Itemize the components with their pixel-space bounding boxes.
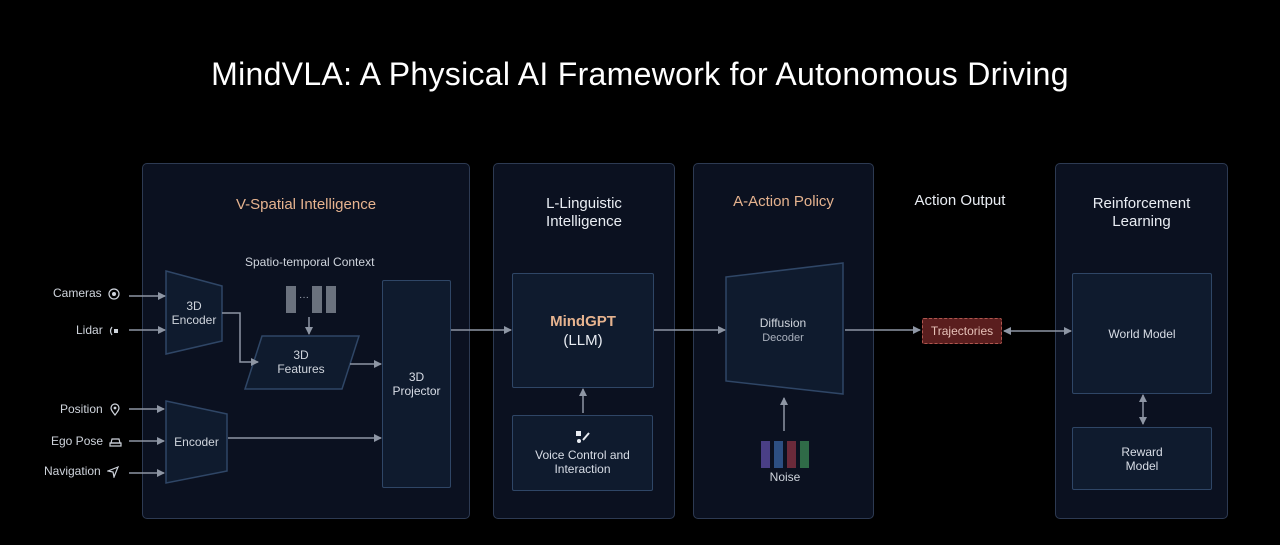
world-model-box: World Model: [1072, 273, 1212, 394]
encoder-label: Encoder: [174, 435, 219, 449]
projector-3d-box: 3D Projector: [382, 280, 451, 488]
location-pin-icon: [110, 403, 120, 417]
diffusion-decoder-label: Diffusion Decoder: [759, 316, 807, 344]
rl-panel-title-line2: Learning: [1112, 213, 1171, 230]
action-panel-title: A-Action Policy: [733, 193, 834, 210]
context-token: [286, 286, 296, 313]
ego-pose-label: Ego Pose: [51, 434, 122, 448]
noise-bars: [761, 441, 809, 468]
features-3d-shape: [243, 335, 361, 390]
encoder-shape: [165, 400, 228, 484]
navigation-label: Navigation: [44, 464, 120, 479]
encoder-3d-label: 3D Encoder: [171, 299, 217, 327]
navigation-arrow-icon: [105, 465, 120, 479]
context-ellipsis: ···: [299, 292, 309, 303]
spatio-temporal-context-label: Spatio-temporal Context: [245, 255, 375, 269]
context-token: [312, 286, 322, 313]
features-3d-label: 3D Features: [277, 348, 325, 376]
rl-panel-title-line1: Reinforcement: [1092, 195, 1191, 212]
camera-icon: [108, 288, 120, 300]
position-label: Position: [60, 402, 121, 417]
lidar-icon: [109, 326, 119, 336]
voice-interaction-icon: [575, 431, 590, 443]
llm-sub-label: (LLM): [563, 331, 603, 349]
voice-control-box: Voice Control and Interaction: [512, 415, 653, 491]
lidar-label: Lidar: [76, 323, 121, 337]
reward-model-box: Reward Model: [1072, 427, 1212, 490]
noise-bar: [774, 441, 783, 468]
encoder-3d-shape: [165, 270, 223, 355]
context-token: [326, 286, 336, 313]
linguistic-panel-title-line2: Intelligence: [546, 213, 622, 230]
encoder-to-features-arrow: [222, 312, 259, 366]
linguistic-panel-title-line1: L-Linguistic: [546, 195, 622, 212]
cameras-label: Cameras: [53, 286, 120, 300]
noise-bar: [787, 441, 796, 468]
mindgpt-label: MindGPT: [550, 312, 616, 330]
noise-label: Noise: [769, 470, 801, 484]
car-icon: [109, 438, 122, 447]
noise-bar: [761, 441, 770, 468]
diffusion-decoder-shape: [725, 262, 844, 395]
page-title: MindVLA: A Physical AI Framework for Aut…: [211, 56, 1069, 92]
noise-bar: [800, 441, 809, 468]
action-output-title: Action Output: [914, 192, 1006, 209]
spatial-panel-title: V-Spatial Intelligence: [235, 196, 377, 213]
mindgpt-llm-box: MindGPT (LLM): [512, 273, 654, 388]
trajectories-box: Trajectories: [922, 318, 1002, 344]
